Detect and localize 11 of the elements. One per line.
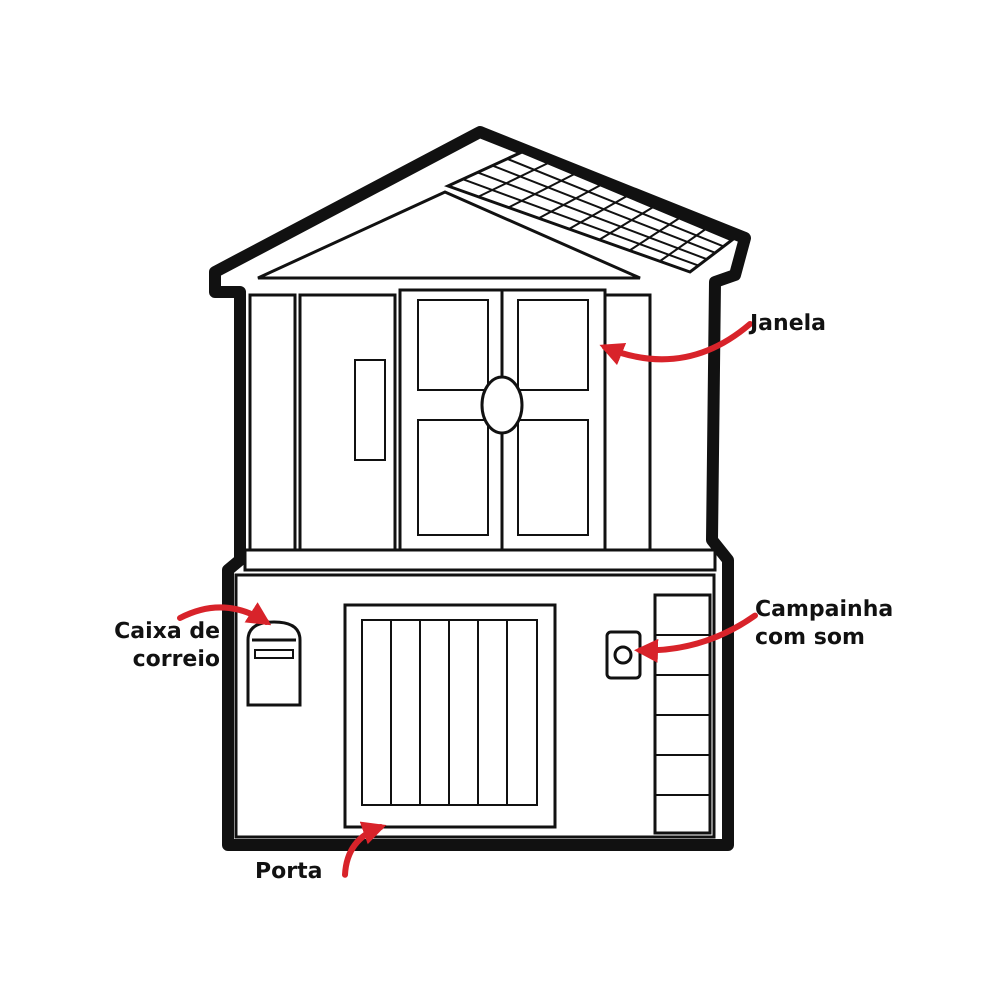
leader-arrow <box>177 602 272 626</box>
mailbox-drawing <box>246 620 302 706</box>
part-label: Campainha com som <box>755 596 905 652</box>
part-label: Caixa de correio <box>60 618 220 674</box>
part-label: Porta <box>255 858 345 886</box>
part-label: Janela <box>750 310 870 338</box>
leader-arrow <box>634 612 758 662</box>
leader-arrow <box>599 321 753 365</box>
window-drawing <box>398 288 606 552</box>
doorbell-drawing <box>606 630 642 680</box>
door-drawing <box>344 604 556 828</box>
